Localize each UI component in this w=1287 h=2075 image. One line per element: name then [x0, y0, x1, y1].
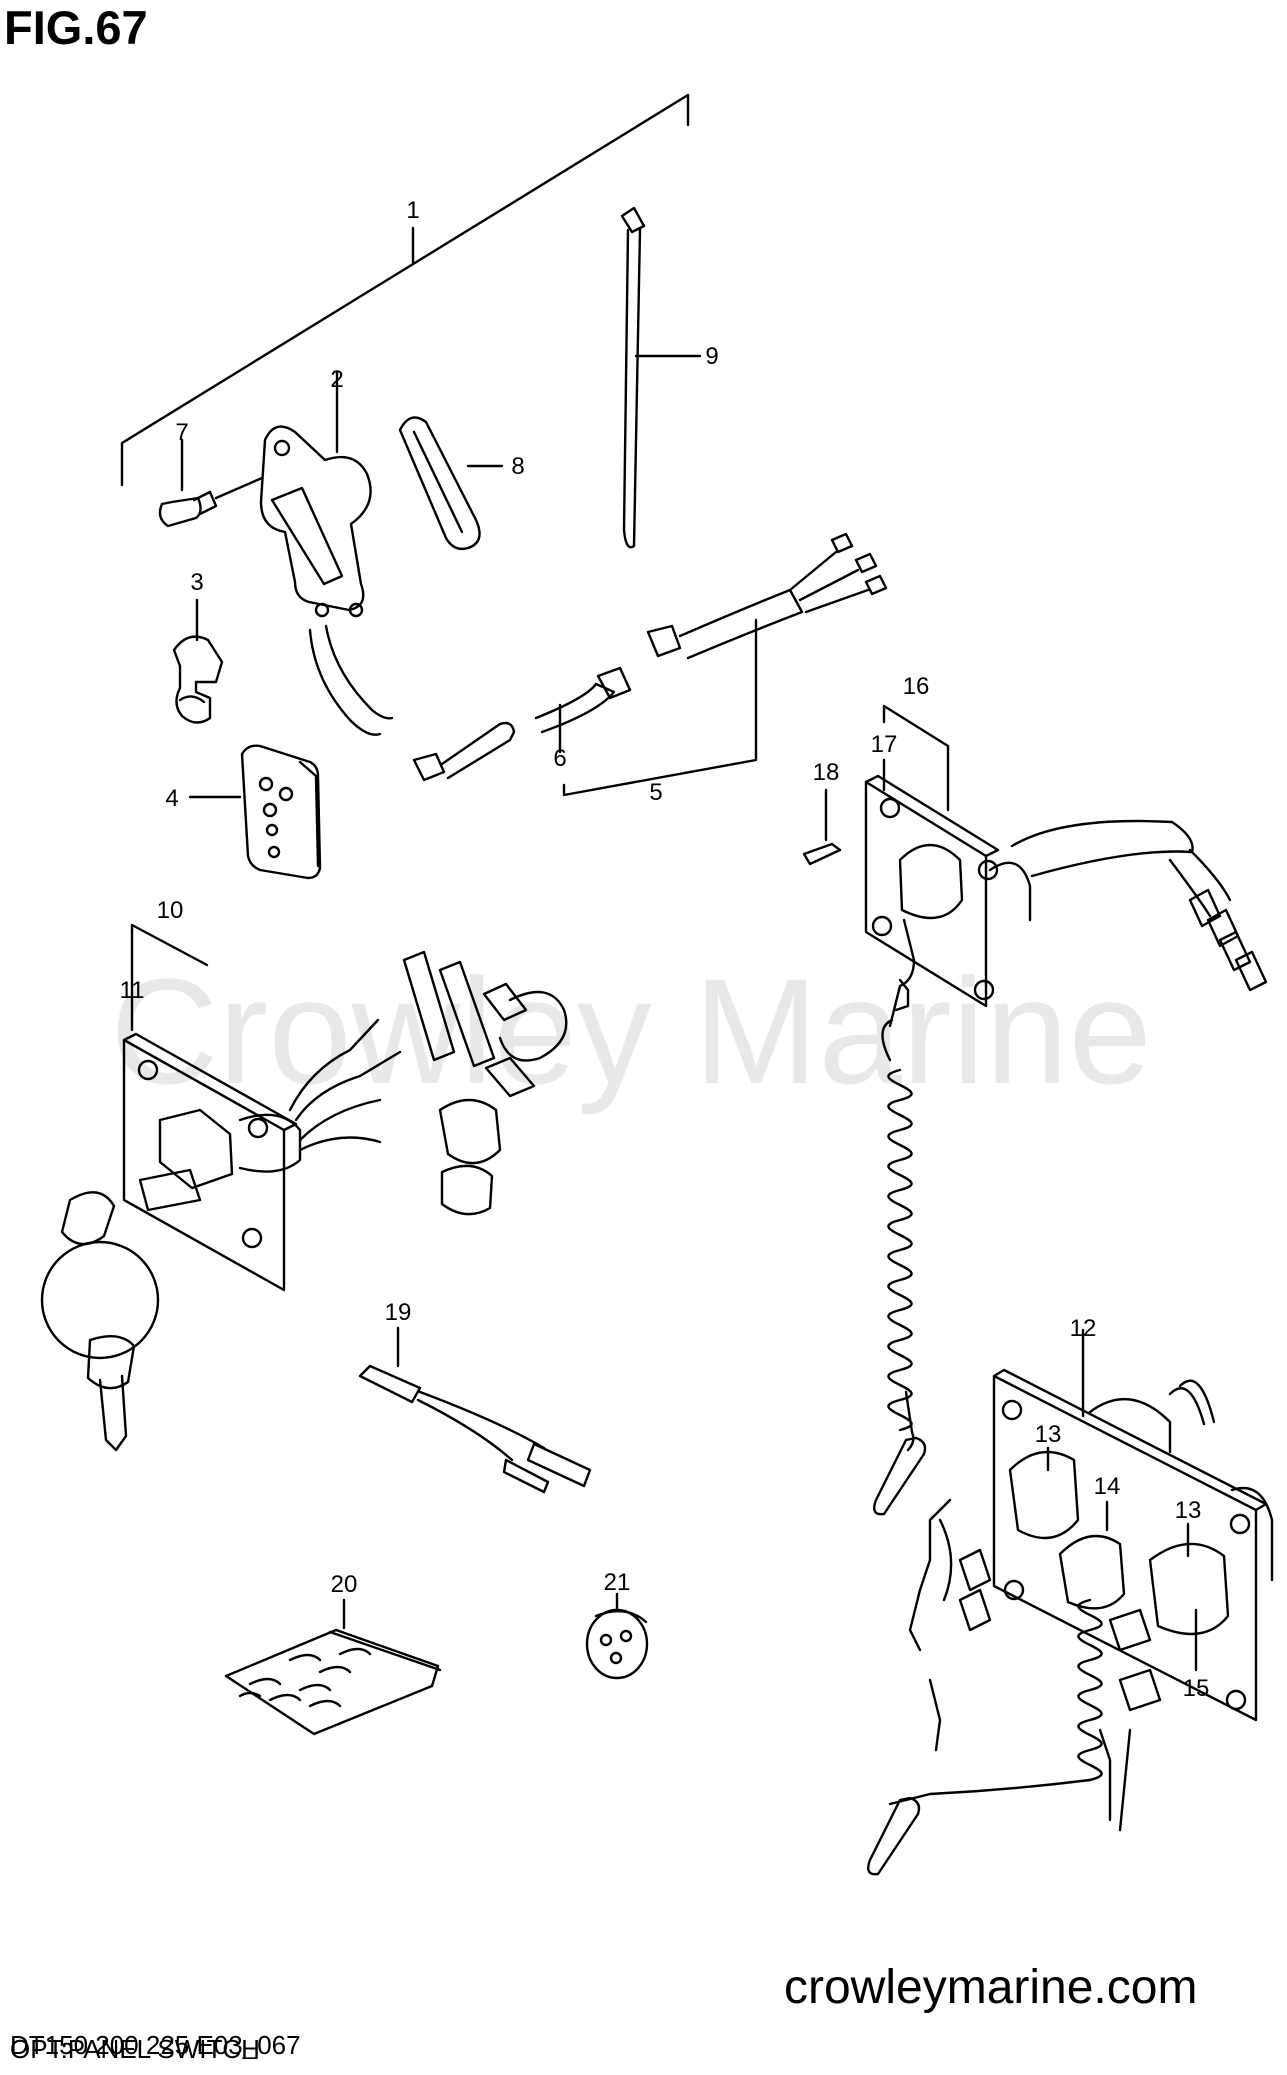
part-9-cable-tie: [620, 206, 702, 549]
diagram-code: DT150 200 225 E03_067: [10, 2030, 301, 2060]
callout-21: 21: [604, 1569, 631, 1596]
watermark-text: Crowley Marine: [110, 947, 1152, 1115]
part-4-grommet: [188, 744, 322, 880]
callout-11: 11: [120, 977, 145, 1004]
callout-20: 20: [331, 1571, 358, 1598]
part-12-dual-panel: [867, 1328, 1274, 1876]
part-19-wire-lead: [358, 1326, 592, 1494]
callout-13a: 13: [1035, 1421, 1062, 1448]
callout-17: 17: [871, 731, 898, 758]
part-10-main-switch: [40, 923, 568, 1452]
part-5-harness: [412, 532, 888, 797]
callout-2: 2: [330, 366, 343, 393]
part-21-plug: [585, 1592, 649, 1680]
callout-18: 18: [813, 759, 840, 786]
part-2-neutral-switch: [259, 370, 394, 736]
part-8-clip: [398, 416, 504, 551]
figure-title: FIG.67: [4, 1, 148, 54]
callout-1: 1: [406, 197, 419, 224]
callout-3: 3: [190, 569, 203, 596]
callout-15: 15: [1183, 1675, 1210, 1702]
callout-4: 4: [165, 785, 178, 812]
callout-13b: 13: [1175, 1497, 1202, 1524]
part-20-bag: [224, 1598, 442, 1736]
callout-16: 16: [903, 673, 930, 700]
coil-cord: [873, 1018, 927, 1516]
callout-7: 7: [175, 419, 188, 446]
callout-19: 19: [385, 1299, 412, 1326]
part-7-bolt: [158, 438, 264, 528]
callout-6: 6: [553, 745, 566, 772]
kit-bracket-1: [120, 93, 690, 487]
callout-14: 14: [1094, 1473, 1121, 1500]
callout-10: 10: [157, 897, 184, 924]
callout-5: 5: [649, 779, 662, 806]
part-3-clamp: [172, 598, 224, 724]
callout-9: 9: [705, 343, 718, 370]
website-url: crowleymarine.com: [784, 1961, 1198, 2014]
section-title: OPT:PANEL SWITCH: [10, 2034, 260, 2064]
part-16-stop-switch: [802, 704, 1268, 1028]
callout-8: 8: [511, 453, 524, 480]
callout-12: 12: [1070, 1315, 1097, 1342]
